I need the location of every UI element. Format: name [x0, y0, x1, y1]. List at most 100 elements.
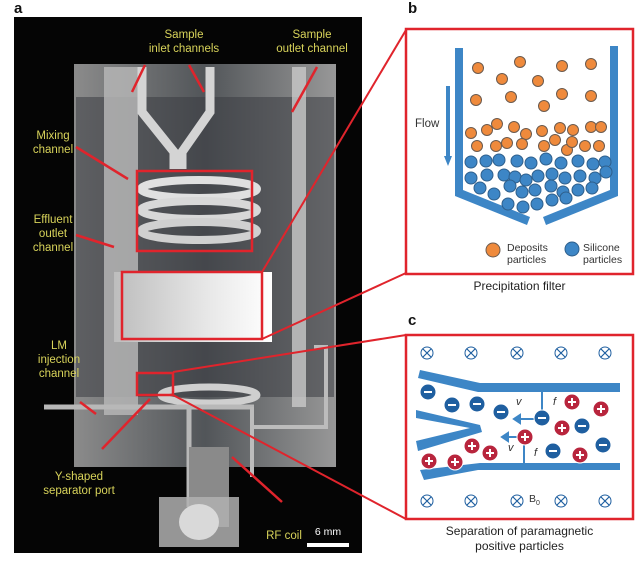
label-effluent-outlet: Effluent outlet channel — [32, 214, 74, 254]
field-cross — [422, 496, 432, 506]
field-into-page-icon — [554, 494, 568, 508]
silicone-particle — [524, 156, 538, 170]
scale-bar — [307, 543, 349, 547]
field-label: B0 — [529, 493, 540, 510]
deposit-particle — [538, 140, 550, 152]
deposit-particle — [556, 88, 568, 100]
label-sample-inlet: Sample inlet channels — [148, 29, 220, 55]
silicone-particle — [586, 157, 600, 171]
deposit-particle — [554, 122, 566, 134]
silicone-particle — [516, 200, 530, 214]
deposit-particle — [501, 137, 513, 149]
connector-c-top — [172, 334, 407, 373]
label-sample-outlet: Sample outlet channel — [276, 29, 348, 55]
silicone-particle — [519, 173, 533, 187]
silicone-particle — [464, 171, 478, 185]
legend-silicone-swatch — [564, 241, 580, 257]
deposit-particle — [491, 118, 503, 130]
mixing-highlight-box — [135, 169, 254, 253]
label-rf-coil: RF coil — [266, 530, 302, 542]
deposit-particle — [556, 60, 568, 72]
plus-sign — [558, 424, 566, 432]
charged-particles — [419, 383, 612, 471]
flow-arrow — [444, 86, 452, 166]
field-into-page-icon — [510, 346, 524, 360]
deposit-particle — [579, 140, 591, 152]
deposit-particle — [585, 58, 597, 70]
field-cross — [556, 496, 566, 506]
deposit-particle — [566, 136, 578, 148]
silicone-particle — [479, 154, 493, 168]
device-illustration — [44, 64, 349, 547]
field-into-page-icon — [598, 494, 612, 508]
field-symbols — [420, 346, 612, 508]
label-y-separator: Y-shaped separator port — [43, 471, 115, 497]
silicone-particle — [492, 153, 506, 167]
scale-bar-label: 6 mm — [314, 526, 342, 538]
plus-sign — [451, 458, 459, 466]
deposit-particle — [549, 134, 561, 146]
panel-c-label: c — [408, 312, 417, 329]
legend-silicone-label: Silicone particles — [583, 242, 623, 266]
panel-b-frame — [404, 27, 635, 276]
silicone-particle — [487, 187, 501, 201]
filter-highlight-box — [120, 270, 264, 341]
silicone-particle — [531, 169, 545, 183]
field-into-page-icon — [420, 346, 434, 360]
deposit-particles — [465, 56, 607, 156]
label-mixing-channel: Mixing channel — [32, 130, 74, 156]
silicone-particle — [539, 152, 553, 166]
effluent-channel — [104, 67, 138, 415]
deposit-particle — [508, 121, 520, 133]
silicone-particle — [545, 193, 559, 207]
field-cross — [556, 348, 566, 358]
field-into-page-icon — [598, 346, 612, 360]
panel-c-caption: Separation of paramagnetic positive part… — [445, 524, 594, 553]
deposit-particle — [490, 140, 502, 152]
field-cross — [422, 348, 432, 358]
field-symbol-b: B — [529, 493, 537, 505]
deposit-particle — [505, 91, 517, 103]
deposit-particle — [520, 128, 532, 140]
silicone-particle — [515, 185, 529, 199]
silicone-particle — [528, 183, 542, 197]
force-label-top: f — [553, 396, 557, 408]
separator-highlight-box — [135, 371, 175, 397]
deposit-particle — [593, 140, 605, 152]
panel-b-caption: Precipitation filter — [473, 279, 566, 293]
deposit-particle — [471, 140, 483, 152]
legend-deposit-label: Deposits particles — [507, 242, 548, 266]
mixing-coil — [137, 176, 261, 244]
field-cross — [600, 496, 610, 506]
silicone-particle — [480, 168, 494, 182]
silicone-particle — [545, 167, 559, 181]
silicone-particle — [554, 156, 568, 170]
velocity-label-top: v — [516, 396, 522, 408]
silicone-particle — [585, 181, 599, 195]
silicone-particle — [503, 179, 517, 193]
deposit-particle — [536, 125, 548, 137]
deposit-particle — [472, 62, 484, 74]
silicone-particle — [510, 154, 524, 168]
silicone-particle — [599, 165, 613, 179]
panel-b-label: b — [408, 0, 418, 17]
field-into-page-icon — [464, 346, 478, 360]
inlet-channels — [137, 67, 215, 169]
silicone-particle — [501, 197, 515, 211]
plus-sign — [486, 449, 494, 457]
connector-b-top — [261, 29, 407, 273]
filter-walls — [455, 46, 618, 225]
plus-sign — [468, 442, 476, 450]
panel-c-frame — [404, 333, 635, 521]
field-into-page-icon — [554, 346, 568, 360]
deposit-particle — [585, 121, 597, 133]
deposit-particle — [514, 56, 526, 68]
device-photo: Sample inlet channels Sample outlet chan… — [14, 17, 362, 553]
plus-sign — [597, 405, 605, 413]
deposit-particle — [532, 75, 544, 87]
deposit-particle — [538, 100, 550, 112]
label-lm-injection: LM injection channel — [37, 340, 81, 380]
plus-sign — [521, 433, 529, 441]
deposit-particle — [496, 73, 508, 85]
